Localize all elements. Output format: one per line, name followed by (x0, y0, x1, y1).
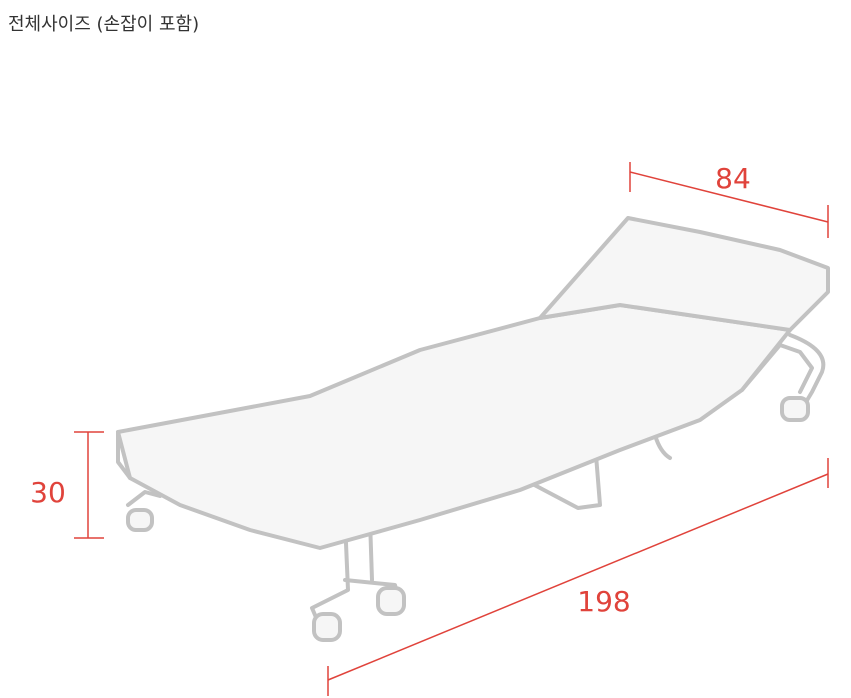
folding-bed-illustration (116, 216, 830, 642)
width-dimension-line (629, 171, 829, 223)
dimension-lines (74, 162, 829, 696)
width-label: 84 (715, 162, 751, 195)
length-label: 198 (577, 585, 630, 618)
length-dimension-line (327, 473, 829, 681)
height-label: 30 (30, 476, 66, 509)
page-title: 전체사이즈 (손잡이 포함) (8, 14, 200, 35)
